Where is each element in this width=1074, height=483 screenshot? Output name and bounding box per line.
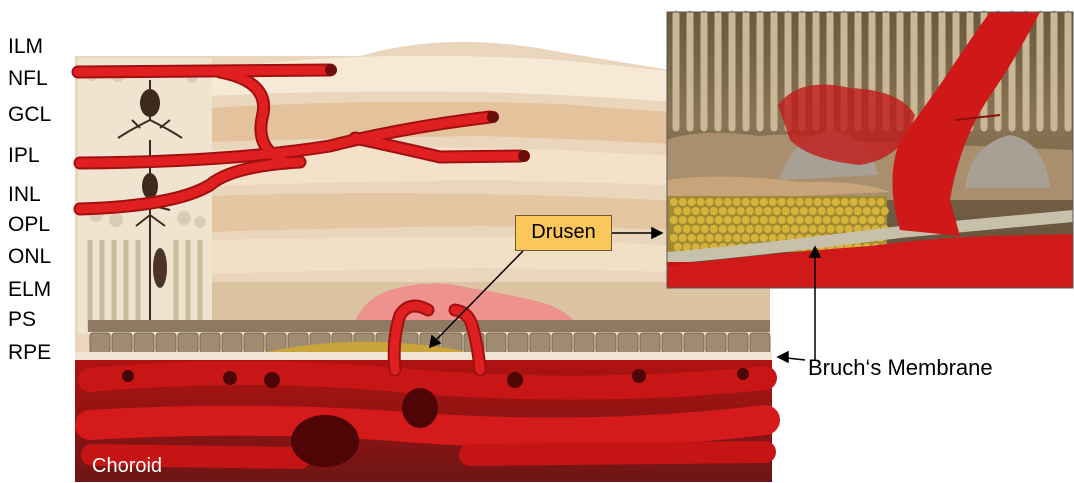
bruch-membrane-label: Bruch‘s Membrane [808,355,993,381]
choroid [75,360,772,482]
inset-detail-view [667,12,1073,288]
choroid-label: Choroid [92,455,162,478]
bruch-membrane [75,352,772,360]
drusen-label: Drusen [515,215,612,251]
